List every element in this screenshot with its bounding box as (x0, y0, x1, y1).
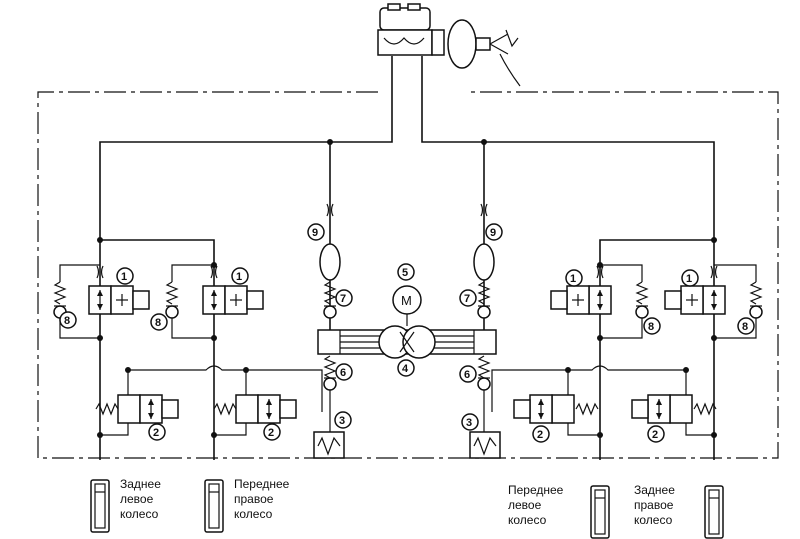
callout-5: 5 (402, 267, 408, 279)
callout-6: 6 (464, 369, 470, 381)
callout-8: 8 (64, 315, 70, 327)
wheel-sensors (90, 479, 724, 539)
callout-2: 2 (153, 427, 159, 439)
callout-2: 2 (268, 427, 274, 439)
callout-7: 7 (464, 293, 470, 305)
wheel-labels: Заднее левое колесо Переднее правое коле… (120, 477, 675, 527)
callout-9: 9 (490, 227, 496, 239)
brake-lines (99, 56, 715, 460)
sensor-rear-left (90, 479, 110, 533)
callout-1: 1 (570, 273, 576, 285)
check-valves-8 (53, 264, 763, 339)
master-cylinder-booster (377, 3, 521, 87)
sensor-front-right (204, 479, 224, 533)
label-rear-right-3: колесо (634, 513, 673, 527)
label-front-left-3: колесо (508, 513, 547, 527)
label-rear-right-2: правое (634, 498, 674, 512)
label-front-right-3: колесо (234, 507, 273, 521)
sensor-rear-right (704, 485, 724, 539)
callout-7: 7 (340, 293, 346, 305)
motor-label: M (401, 293, 412, 308)
callout-1: 1 (686, 273, 692, 285)
callout-8: 8 (742, 321, 748, 333)
callout-3: 3 (339, 415, 345, 427)
callouts: 1 1 1 1 2 2 2 2 3 3 4 5 6 6 7 7 8 8 8 8 … (59, 223, 755, 443)
callout-8: 8 (648, 321, 654, 333)
label-front-right-1: Переднее (234, 477, 290, 491)
callout-3: 3 (466, 417, 472, 429)
callout-9: 9 (312, 227, 318, 239)
callout-2: 2 (652, 429, 658, 441)
callout-1: 1 (121, 271, 127, 283)
callout-4: 4 (402, 363, 409, 375)
label-rear-left-1: Заднее (120, 477, 161, 491)
outlet-valves-2 (95, 370, 717, 436)
label-rear-left-2: левое (120, 492, 154, 506)
label-rear-right-1: Заднее (634, 483, 675, 497)
callout-8: 8 (155, 317, 161, 329)
control-wiring-frame (37, 91, 779, 459)
callout-6: 6 (340, 367, 346, 379)
callout-1: 1 (236, 271, 242, 283)
pump-motor-assembly (313, 203, 501, 459)
label-front-right-2: правое (234, 492, 274, 506)
callout-2: 2 (537, 429, 543, 441)
return-lines (128, 365, 686, 412)
sensor-front-left (590, 485, 610, 539)
label-rear-left-3: колесо (120, 507, 159, 521)
label-front-left-2: левое (508, 498, 542, 512)
label-front-left-1: Переднее (508, 483, 564, 497)
